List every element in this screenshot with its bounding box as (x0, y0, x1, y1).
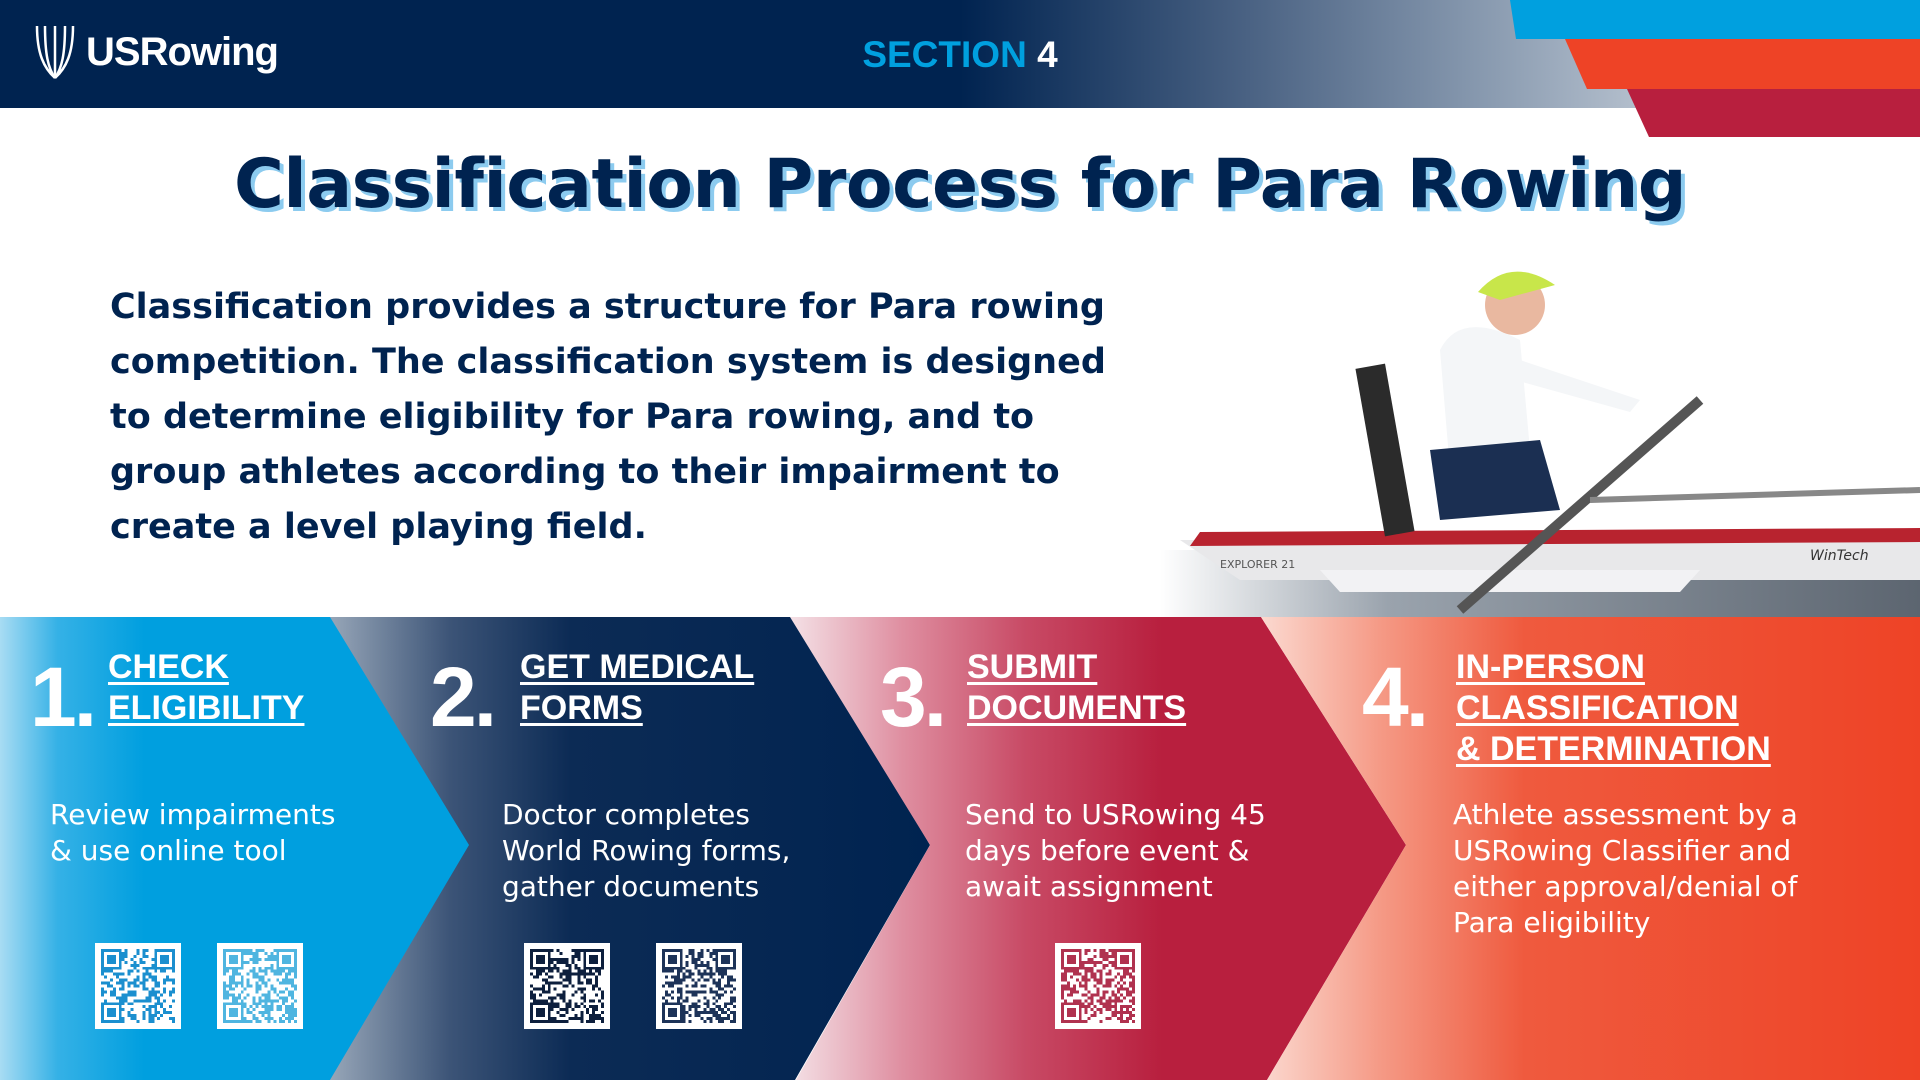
qr-code[interactable] (524, 943, 610, 1029)
logo-text: USRowing (86, 29, 279, 74)
intro-line: to determine eligibility for Para rowing… (110, 397, 1035, 437)
boat-label: EXPLORER 21 (1220, 558, 1295, 571)
page-title: Classification Process for Para Rowing (234, 145, 1687, 224)
blue-stripe (1510, 0, 1920, 39)
orange-stripe (1565, 39, 1920, 89)
qr-pattern-icon (223, 949, 297, 1023)
usrowing-logo: USRowing (34, 24, 279, 80)
qr-pattern-icon (662, 949, 736, 1023)
qr-code[interactable] (656, 943, 742, 1029)
intro-line: Classification provides a structure for … (110, 287, 1105, 327)
intro-paragraph: Classification provides a structure for … (110, 280, 1106, 555)
intro-line: create a level playing field. (110, 507, 647, 547)
step-number: 2. (430, 650, 497, 744)
qr-pattern-icon (530, 949, 604, 1023)
step-number: 1. (30, 650, 97, 744)
crimson-stripe (1627, 89, 1920, 137)
qr-pattern-icon (1061, 949, 1135, 1023)
section-label: SECTION 4 (0, 34, 1920, 76)
para-rower-photo: EXPLORER 21 WinTech (1160, 271, 1920, 617)
intro-line: group athletes according to their impair… (110, 452, 1060, 492)
qr-code[interactable] (217, 943, 303, 1029)
step-number: 4. (1362, 650, 1429, 744)
step-number: 3. (880, 650, 947, 744)
qr-code[interactable] (95, 943, 181, 1029)
oar-blades-icon (35, 25, 75, 79)
qr-code[interactable] (1055, 943, 1141, 1029)
qr-pattern-icon (101, 949, 175, 1023)
section-number: 4 (1037, 34, 1058, 75)
intro-line: competition. The classification system i… (110, 342, 1106, 382)
boat-brand-label: WinTech (1810, 548, 1869, 564)
step-description: Review impairments& use online tool (50, 798, 336, 867)
section-word: SECTION (862, 34, 1027, 75)
